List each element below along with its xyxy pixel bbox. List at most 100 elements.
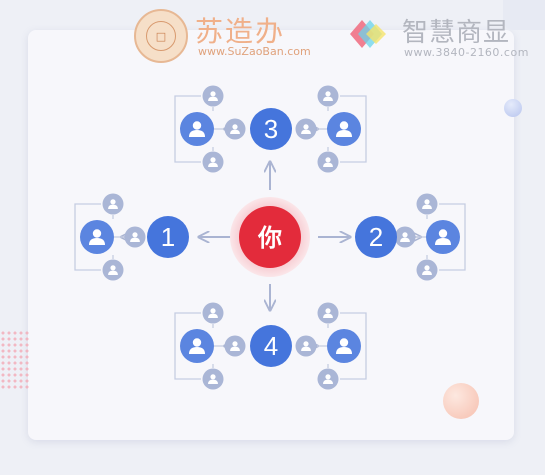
user-icon xyxy=(202,151,224,173)
user-icon xyxy=(317,151,339,173)
user-icon xyxy=(317,85,339,107)
watermark-url-1: www.SuZaoBan.com xyxy=(198,45,311,58)
group-4-left xyxy=(174,302,246,390)
connector-bracket xyxy=(174,312,201,380)
user-icon xyxy=(317,302,339,324)
group-4-right-member-side-head xyxy=(303,341,309,347)
group-4-right-member-top-body xyxy=(323,313,333,318)
node-3: 3 xyxy=(250,108,292,150)
group-4-left-member-side-head xyxy=(232,341,238,347)
node-2-label: 2 xyxy=(369,222,383,252)
group-3-right-member-side-head xyxy=(303,124,309,130)
user-icon xyxy=(180,329,214,363)
group-1-member-top-body xyxy=(108,204,118,209)
group-1-member-bottom-body xyxy=(108,270,118,275)
group-4-left-member-top-head xyxy=(210,308,216,314)
group-2 xyxy=(394,193,466,281)
user-icon xyxy=(426,220,460,254)
group-2-main-body xyxy=(435,238,451,245)
user-icon xyxy=(327,329,361,363)
user-icon xyxy=(327,112,361,146)
group-1-member-side-body xyxy=(130,237,140,242)
group-4-right-main-body xyxy=(336,347,352,354)
group-4-right-member-bottom-head xyxy=(325,374,331,380)
group-4-right-member-bottom-body xyxy=(323,379,333,384)
user-icon xyxy=(416,259,438,281)
group-3-right-member-bottom-head xyxy=(325,157,331,163)
watermark-url-2: www.3840-2160.com xyxy=(404,46,529,59)
group-2-member-bottom-head xyxy=(424,265,430,271)
group-2-member-top-head xyxy=(424,199,430,205)
group-3-right-member-top-head xyxy=(325,91,331,97)
group-3-left-main-body xyxy=(189,130,205,137)
connector-bracket xyxy=(174,95,201,163)
group-3-left-member-bottom-body xyxy=(208,162,218,167)
node-3-label: 3 xyxy=(264,114,278,144)
group-4-left-main-head xyxy=(192,338,202,347)
corner-decoration xyxy=(503,0,545,30)
user-icon xyxy=(102,193,124,215)
center-node: 你 xyxy=(230,197,310,277)
group-3-left-member-bottom-head xyxy=(210,157,216,163)
node-4: 4 xyxy=(250,325,292,367)
group-3-left xyxy=(174,85,246,173)
group-3-left-member-top-head xyxy=(210,91,216,97)
user-icon xyxy=(295,335,317,357)
group-3-left-member-top-body xyxy=(208,96,218,101)
group-3-right-member-side-body xyxy=(301,129,311,134)
user-icon xyxy=(416,193,438,215)
user-icon xyxy=(224,335,246,357)
group-3-right-member-bottom-body xyxy=(323,162,333,167)
node-1-label: 1 xyxy=(161,222,175,252)
user-icon xyxy=(394,226,416,248)
dot-pattern-decoration xyxy=(0,330,30,390)
group-1-member-bottom-head xyxy=(110,265,116,271)
group-4-right-member-top-head xyxy=(325,308,331,314)
user-icon xyxy=(224,118,246,140)
user-icon xyxy=(295,118,317,140)
user-icon xyxy=(80,220,114,254)
watermark-brand-2: 智慧商显 xyxy=(402,18,511,48)
group-4-left-member-top-body xyxy=(208,313,218,318)
group-1-member-top-head xyxy=(110,199,116,205)
blue-circle-decoration xyxy=(504,99,522,117)
user-icon xyxy=(202,368,224,390)
person-groups xyxy=(74,85,466,390)
group-1-main-body xyxy=(89,238,105,245)
group-2-member-bottom-body xyxy=(422,270,432,275)
user-icon xyxy=(180,112,214,146)
connector-bracket xyxy=(74,203,101,271)
group-2-member-side-body xyxy=(400,237,410,242)
center-label: 你 xyxy=(257,224,282,252)
group-4-right-member-side-body xyxy=(301,346,311,351)
node-1-circle xyxy=(147,216,189,258)
group-4-left-member-side-body xyxy=(230,346,240,351)
group-3-left-main-head xyxy=(192,121,202,130)
group-2-main-head xyxy=(438,229,448,238)
group-3-right-main-body xyxy=(336,130,352,137)
seal-inner-ring: □ xyxy=(146,21,176,51)
group-4-left-main-body xyxy=(189,347,205,354)
group-3-right-main-head xyxy=(339,121,349,130)
node-3-circle xyxy=(250,108,292,150)
group-4-right-main-head xyxy=(339,338,349,347)
user-icon xyxy=(102,259,124,281)
group-4-left-member-bottom-body xyxy=(208,379,218,384)
group-4-left-member-bottom-head xyxy=(210,374,216,380)
seal-logo-icon: □ xyxy=(134,9,188,63)
center-circle xyxy=(239,206,301,268)
user-icon xyxy=(124,226,146,248)
diamond-logo-icon xyxy=(350,20,386,48)
connector-bracket xyxy=(340,95,367,163)
group-4-right xyxy=(295,302,367,390)
group-3-left-member-side-head xyxy=(232,124,238,130)
group-2-member-side-head xyxy=(402,232,408,238)
node-4-label: 4 xyxy=(264,331,278,361)
group-3-left-member-side-body xyxy=(230,129,240,134)
group-2-member-top-body xyxy=(422,204,432,209)
node-2-circle xyxy=(355,216,397,258)
connector-bracket xyxy=(439,203,466,271)
watermark-brand-1: 苏造办 xyxy=(195,15,286,48)
connector-bracket xyxy=(340,312,367,380)
